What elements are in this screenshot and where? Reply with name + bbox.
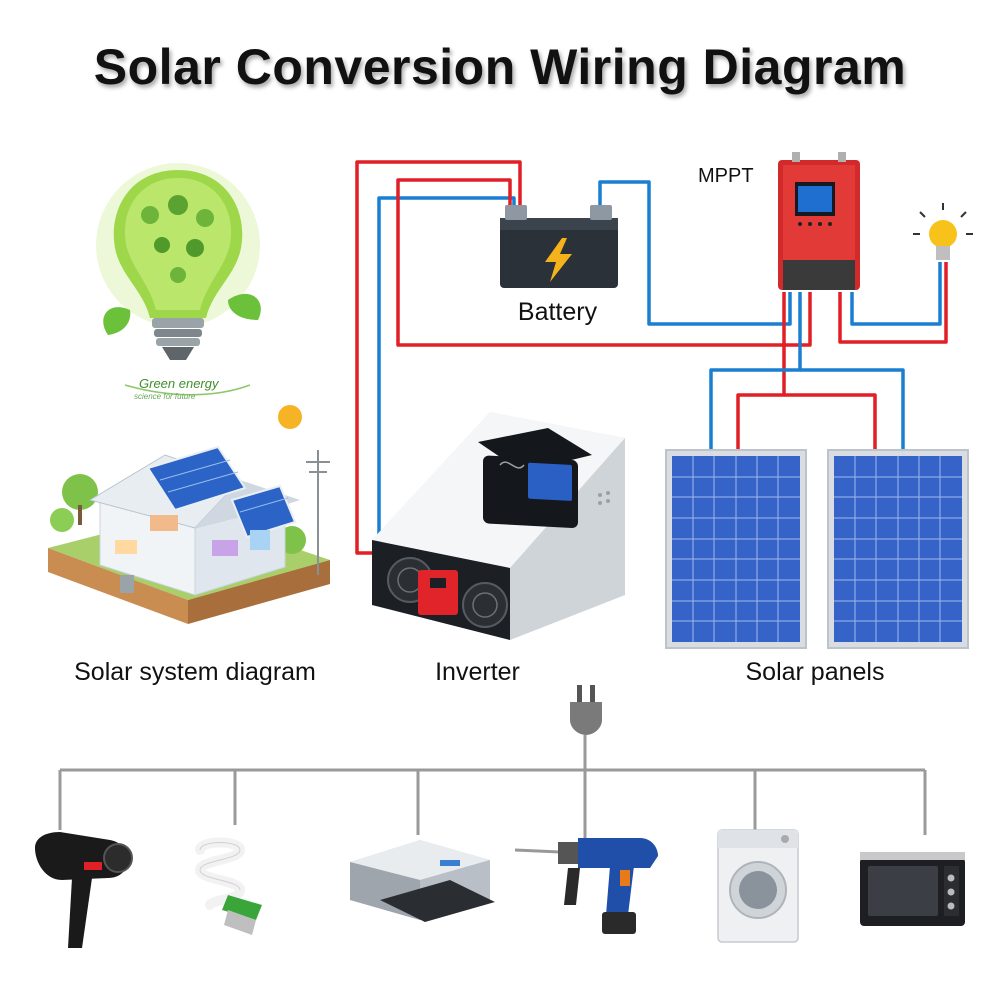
mppt-label: MPPT xyxy=(698,165,754,187)
wire-load-positive xyxy=(838,262,948,344)
light-bulb-icon xyxy=(913,203,973,260)
green-energy-sublabel: science for future xyxy=(134,392,196,401)
wire-mppt-panel-positive-2 xyxy=(784,393,877,452)
wire-battery-mppt-negative xyxy=(598,180,792,326)
mppt-controller-icon xyxy=(778,152,860,290)
printer-icon xyxy=(350,840,495,922)
solar-panel-left-icon xyxy=(665,449,807,649)
page-title: Solar Conversion Wiring Diagram xyxy=(93,39,907,95)
washing-machine-icon xyxy=(717,829,799,943)
green-energy-bulb-icon xyxy=(96,163,261,396)
wire-load-negative xyxy=(850,262,942,326)
battery-label: Battery xyxy=(517,298,598,326)
solar-system-diagram-label: Solar system diagram xyxy=(74,658,316,686)
solar-panels-label: Solar panels xyxy=(745,658,885,686)
solar-house-illustration xyxy=(48,405,330,624)
wire-mppt-panel-positive xyxy=(736,292,786,452)
hair-dryer-icon xyxy=(35,832,133,948)
solar-panel-right-icon xyxy=(827,449,969,649)
wire-battery-mppt-positive xyxy=(396,178,812,347)
green-energy-label: Green energy xyxy=(139,376,219,391)
wire-mppt-panel-negative xyxy=(709,292,802,452)
cfl-bulb-icon xyxy=(194,837,262,935)
wire-mppt-panel-negative-2 xyxy=(800,368,905,452)
wire-battery-inverter-positive xyxy=(355,160,522,555)
inverter-label: Inverter xyxy=(435,658,520,686)
power-drill-icon xyxy=(514,838,658,934)
battery-icon xyxy=(500,205,618,288)
inverter-icon xyxy=(372,412,625,640)
power-plug-icon xyxy=(570,685,602,735)
microwave-oven-icon xyxy=(860,852,965,926)
